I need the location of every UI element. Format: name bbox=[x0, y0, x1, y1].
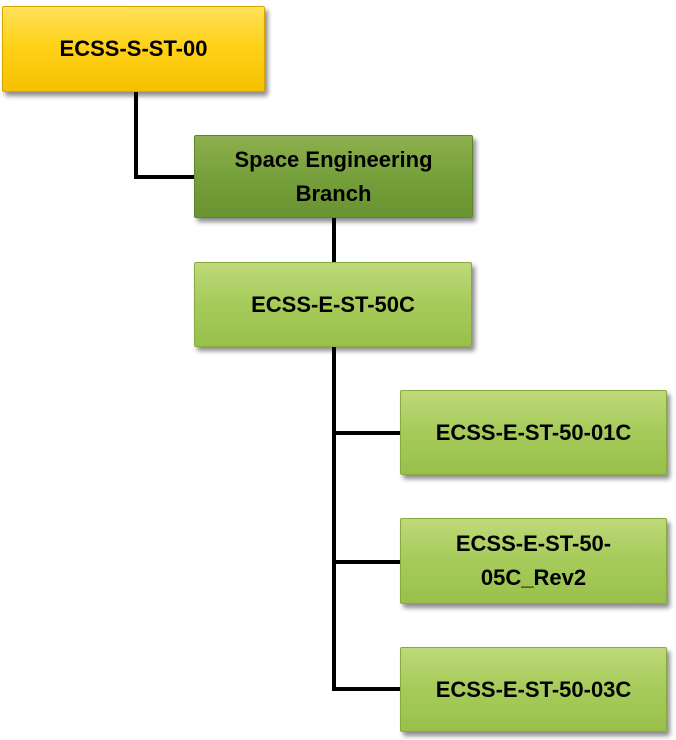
connector-root-branch bbox=[134, 92, 194, 179]
node-label: ECSS-S-ST-00 bbox=[59, 36, 208, 61]
node-label: ECSS-E-ST-50-01C bbox=[435, 419, 632, 445]
node-ecss-e-st-50-05c-rev2: ECSS-E-ST-50- 05C_Rev2 bbox=[400, 518, 667, 604]
node-ecss-e-st-50-01c: ECSS-E-ST-50-01C bbox=[400, 390, 667, 475]
node-label-line2: Branch bbox=[295, 180, 372, 206]
node-label-line1: Space Engineering bbox=[234, 146, 433, 172]
node-ecss-e-st-50c: ECSS-E-ST-50C bbox=[194, 262, 472, 347]
node-label: ECSS-E-ST-50-03C bbox=[435, 676, 632, 702]
node-label: ECSS-E-ST-50C bbox=[251, 291, 415, 317]
node-ecss-s-st-00: ECSS-S-ST-00 bbox=[2, 6, 265, 92]
node-ecss-e-st-50-03c: ECSS-E-ST-50-03C bbox=[400, 647, 667, 732]
node-space-engineering-branch: Space Engineering Branch bbox=[194, 135, 473, 218]
connector-e50c-children bbox=[332, 347, 400, 691]
node-label-line1: ECSS-E-ST-50- bbox=[455, 531, 612, 556]
node-label-line2: 05C_Rev2 bbox=[480, 565, 587, 590]
